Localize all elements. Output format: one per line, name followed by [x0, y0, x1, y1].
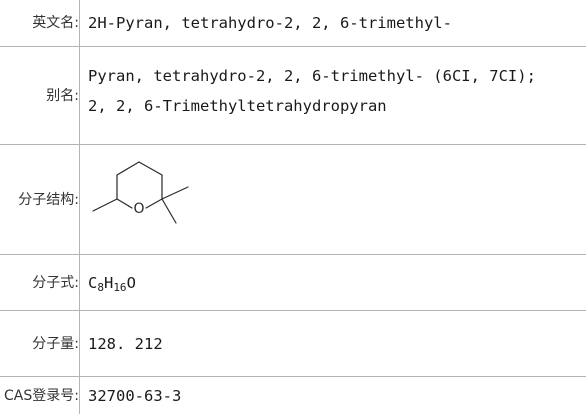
- bond-c6-o: [145, 198, 163, 209]
- structure-label-text: 分子结构:: [18, 192, 79, 208]
- english-name-label-text: 英文名:: [32, 15, 79, 31]
- row-cas: CAS登录号: 32700-63-3: [0, 376, 586, 414]
- cas-value: 32700-63-3: [88, 387, 182, 405]
- row-alias: 别名: Pyran, tetrahydro-2, 2, 6-trimethyl-…: [0, 46, 586, 144]
- ring-oxygen-label: O: [133, 201, 144, 217]
- bond-c6-methyl-b: [161, 198, 177, 224]
- bond-c6-methyl-a: [161, 186, 189, 200]
- row-structure: 分子结构: O: [0, 144, 586, 254]
- alias-label: 别名:: [0, 47, 80, 144]
- bond-c2-methyl: [92, 198, 118, 212]
- row-weight: 分子量: 128. 212: [0, 310, 586, 376]
- formula-value: C8H16O: [88, 255, 582, 310]
- weight-label: 分子量:: [0, 311, 80, 376]
- bond-c3-c4: [116, 161, 140, 176]
- formula-carbon: C: [88, 274, 98, 292]
- cas-label: CAS登录号:: [0, 377, 80, 414]
- formula-label: 分子式:: [0, 255, 80, 310]
- weight-value: 128. 212: [88, 335, 163, 353]
- structure-label: 分子结构:: [0, 145, 80, 254]
- formula-hydrogen-count: 16: [113, 281, 127, 294]
- weight-label-text: 分子量:: [32, 336, 79, 352]
- molecule-diagram: O: [92, 161, 189, 224]
- bond-c4-c5: [138, 161, 163, 176]
- alias-line-1: Pyran, tetrahydro-2, 2, 6-trimethyl- (6C…: [88, 67, 536, 85]
- row-english-name: 英文名: 2H-Pyran, tetrahydro-2, 2, 6-trimet…: [0, 0, 586, 46]
- structure-value: O: [88, 145, 582, 254]
- alias-line-2: 2, 2, 6-Trimethyltetrahydropyran: [88, 97, 387, 115]
- alias-value: Pyran, tetrahydro-2, 2, 6-trimethyl- (6C…: [88, 47, 582, 158]
- formula-carbon-count: 8: [97, 281, 104, 294]
- cas-label-text: CAS登录号:: [4, 388, 79, 404]
- formula-oxygen: O: [126, 274, 136, 292]
- formula-hydrogen: H: [103, 274, 114, 292]
- english-name-value: 2H-Pyran, tetrahydro-2, 2, 6-trimethyl-: [88, 14, 452, 32]
- alias-label-text: 别名:: [46, 88, 79, 104]
- bond-o-c2: [116, 198, 133, 209]
- english-name-label: 英文名:: [0, 0, 80, 46]
- row-formula: 分子式: C8H16O: [0, 254, 586, 310]
- formula-label-text: 分子式:: [32, 275, 79, 291]
